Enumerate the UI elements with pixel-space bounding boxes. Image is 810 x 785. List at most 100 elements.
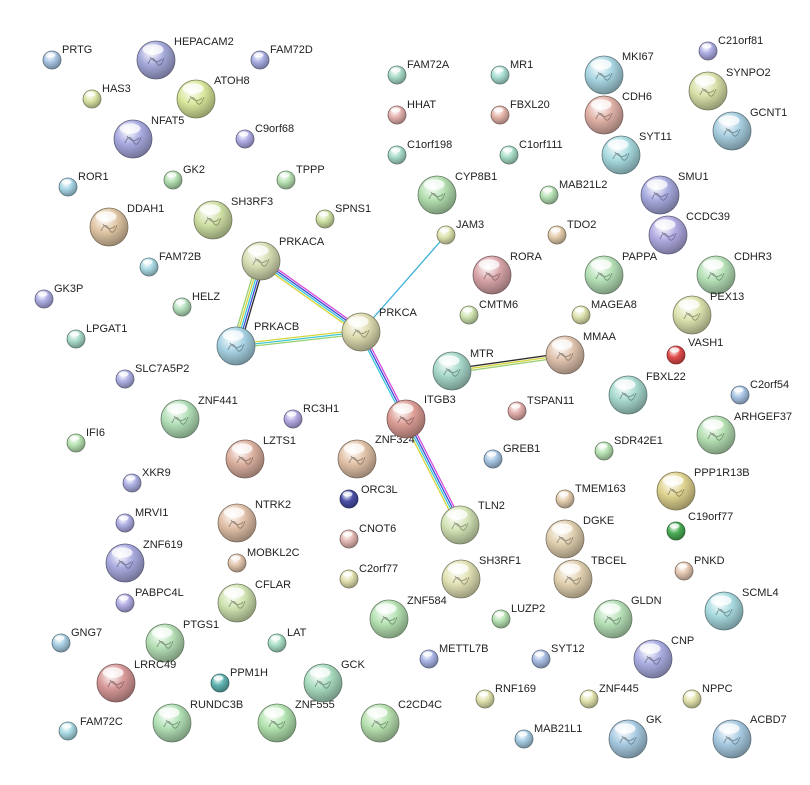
node-tln2[interactable]: TLN2 [440, 500, 505, 545]
node-dgke[interactable]: DGKE [545, 515, 614, 559]
node-ror1[interactable]: ROR1 [58, 171, 109, 197]
node-c1orf198[interactable]: C1orf198 [387, 139, 452, 165]
node-rundc3b[interactable]: RUNDC3B [152, 699, 243, 743]
node-znf441[interactable]: ZNF441 [160, 395, 238, 439]
node-luzp2[interactable]: LUZP2 [491, 603, 545, 629]
node-gk[interactable]: GK [608, 714, 663, 759]
node-pex13[interactable]: PEX13 [672, 291, 744, 335]
node-scml4[interactable]: SCML4 [704, 587, 779, 631]
node-prtg[interactable]: PRTG [42, 44, 92, 70]
node-znf584[interactable]: ZNF584 [369, 595, 447, 639]
node-itgb3[interactable]: ITGB3 [386, 394, 456, 439]
node-mab21l2[interactable]: MAB21L2 [539, 179, 607, 205]
node-atoh8[interactable]: ATOH8 [176, 75, 250, 119]
node-gk3p[interactable]: GK3P [34, 283, 83, 309]
node-c19orf77[interactable]: C19orf77 [666, 511, 733, 541]
node-vash1[interactable]: VASH1 [666, 337, 723, 365]
node-gldn[interactable]: GLDN [593, 595, 662, 639]
node-prkca[interactable]: PRKCA [341, 307, 418, 352]
node-spns1[interactable]: SPNS1 [315, 203, 371, 229]
node-c2orf77[interactable]: C2orf77 [339, 563, 398, 589]
node-slc7a5p2[interactable]: SLC7A5P2 [115, 363, 189, 389]
node-ppp1r13b[interactable]: PPP1R13B [656, 467, 750, 511]
node-xkr9[interactable]: XKR9 [122, 467, 171, 493]
node-nppc[interactable]: NPPC [682, 683, 733, 709]
node-rc3h1[interactable]: RC3H1 [283, 403, 339, 429]
node-nfats[interactable]: NFAT5 [113, 115, 184, 159]
node-has3[interactable]: HAS3 [82, 83, 131, 109]
node-c2cd4c[interactable]: C2CD4C [360, 699, 442, 743]
node-mab21l1[interactable]: MAB21L1 [514, 723, 582, 749]
node-fam72d[interactable]: FAM72D [250, 44, 313, 70]
node-fam72a[interactable]: FAM72A [387, 59, 450, 85]
node-arhgef37[interactable]: ARHGEF37 [696, 411, 792, 455]
node-fbxl20[interactable]: FBXL20 [490, 99, 550, 125]
node-hhat[interactable]: HHAT [387, 99, 436, 125]
node-lpgat1[interactable]: LPGAT1 [66, 323, 127, 349]
node-ptgs1[interactable]: PTGS1 [145, 619, 219, 663]
node-znf445[interactable]: ZNF445 [579, 683, 639, 709]
node-synpo2[interactable]: SYNPO2 [688, 67, 771, 111]
node-cflar[interactable]: CFLAR [217, 579, 291, 623]
node-ddah1[interactable]: DDAH1 [89, 203, 164, 247]
node-znf324[interactable]: ZNF324 [337, 434, 415, 479]
node-znf555[interactable]: ZNF555 [257, 699, 335, 743]
node-pnkd[interactable]: PNKD [674, 555, 725, 581]
node-magea8[interactable]: MAGEA8 [571, 299, 637, 325]
node-syt12[interactable]: SYT12 [531, 643, 585, 669]
node-gng7[interactable]: GNG7 [51, 627, 102, 653]
node-prkaca[interactable]: PRKACA [241, 236, 325, 281]
node-acbd7[interactable]: ACBD7 [712, 714, 787, 759]
node-orc3l[interactable]: ORC3L [339, 484, 398, 509]
node-mki67[interactable]: MKI67 [584, 51, 654, 95]
node-ifi6[interactable]: IFI6 [66, 427, 105, 453]
node-mettl7b[interactable]: METTL7B [419, 643, 489, 669]
node-znf619[interactable]: ZNF619 [105, 539, 183, 583]
node-mtr[interactable]: MTR [432, 348, 494, 391]
node-cdhr3[interactable]: CDHR3 [696, 251, 772, 295]
node-tppp[interactable]: TPPP [276, 164, 325, 190]
node-ccdc39[interactable]: CCDC39 [648, 211, 730, 255]
node-mr1[interactable]: MR1 [490, 59, 533, 85]
node-cmtm6[interactable]: CMTM6 [459, 299, 518, 325]
node-gk2[interactable]: GK2 [163, 164, 205, 190]
node-lat[interactable]: LAT [267, 627, 307, 653]
node-smu1[interactable]: SMU1 [640, 171, 709, 215]
node-tbcel[interactable]: TBCEL [553, 555, 626, 599]
node-syt11[interactable]: SYT11 [601, 131, 672, 175]
node-lrrc49[interactable]: LRRC49 [96, 659, 176, 703]
node-cnp[interactable]: CNP [633, 635, 694, 679]
node-gcnt1[interactable]: GCNT1 [712, 107, 787, 151]
node-sdr42e1[interactable]: SDR42E1 [594, 435, 663, 461]
node-fbxl22[interactable]: FBXL22 [608, 371, 686, 415]
node-rora[interactable]: RORA [472, 251, 542, 295]
node-mmaa[interactable]: MMAA [545, 331, 617, 375]
node-fam72c[interactable]: FAM72C [58, 716, 123, 741]
node-c1orf111[interactable]: C1orf111 [499, 139, 563, 165]
node-fam72b[interactable]: FAM72B [139, 251, 201, 277]
node-tdo2[interactable]: TDO2 [547, 219, 596, 245]
node-ppm1h[interactable]: PPM1H [210, 667, 268, 693]
node-cyp8b1[interactable]: CYP8B1 [417, 171, 497, 215]
node-c21orf81[interactable]: C21orf81 [698, 35, 763, 61]
node-hepacam2[interactable]: HEPACAM2 [136, 36, 234, 80]
node-helz[interactable]: HELZ [172, 291, 220, 317]
node-mrvi1[interactable]: MRVI1 [115, 507, 168, 533]
node-c2orf54[interactable]: C2orf54 [730, 379, 789, 405]
node-c9orf68[interactable]: C9orf68 [235, 123, 294, 149]
node-sh3rf3[interactable]: SH3RF3 [193, 196, 273, 240]
node-pabpc4l[interactable]: PABPC4L [115, 587, 184, 613]
node-ntrk2[interactable]: NTRK2 [217, 499, 291, 543]
node-tmem163[interactable]: TMEM163 [555, 483, 626, 509]
node-sh3rf1[interactable]: SH3RF1 [441, 555, 521, 599]
node-pappa[interactable]: PAPPA [584, 251, 658, 295]
node-gck[interactable]: GCK [303, 659, 366, 703]
node-prkacb[interactable]: PRKACB [216, 321, 299, 366]
node-tspan11[interactable]: TSPAN11 [507, 395, 574, 421]
node-cdh6[interactable]: CDH6 [584, 91, 652, 135]
node-lzts1[interactable]: LZTS1 [225, 435, 296, 479]
node-rnf169[interactable]: RNF169 [475, 683, 536, 709]
node-mobkl2c[interactable]: MOBKL2C [227, 547, 300, 573]
node-jam3[interactable]: JAM3 [436, 219, 484, 245]
node-greb1[interactable]: GREB1 [483, 443, 540, 469]
